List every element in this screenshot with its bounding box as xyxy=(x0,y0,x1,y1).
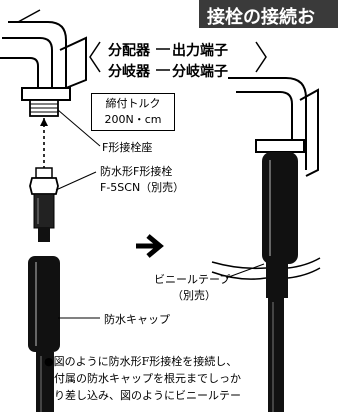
row1-left-label: 分配器 xyxy=(108,43,150,59)
vinyl-tape xyxy=(211,257,321,280)
vinyl-tape-label-1: ビニールテープ xyxy=(154,273,231,286)
right-bracket xyxy=(255,41,267,73)
row1-right-label: 出力端子 xyxy=(172,43,228,59)
torque-title: 締付トルク xyxy=(105,97,161,110)
vinyl-tape-label-2: （別売） xyxy=(172,289,216,302)
left-bracket xyxy=(89,41,101,73)
device-right-flange xyxy=(255,139,305,153)
wp-connector-leader xyxy=(55,171,97,191)
row2-left-label: 分岐器 xyxy=(108,64,150,80)
device-body-right xyxy=(228,77,319,177)
wp-cap-label: 防水キャップ xyxy=(104,313,170,326)
connect-arrow xyxy=(146,234,164,258)
wp-cap xyxy=(28,256,60,412)
torque-box: 締付トルク 200N・cm xyxy=(91,93,175,131)
note-line-1: ●図のように防水形F形接栓を接続し、 xyxy=(44,355,238,368)
section-title: 接栓の接続お xyxy=(207,7,315,28)
section-header: 接栓の接続お xyxy=(199,0,338,28)
device-bottom-flange xyxy=(21,87,71,101)
wp-connector-label-1: 防水形F形接栓 xyxy=(100,165,173,178)
assembled-cap-right xyxy=(262,152,298,412)
f-seat-label: F形接栓座 xyxy=(102,141,153,154)
wp-connector-label-2: F-5SCN（別売） xyxy=(100,181,185,194)
row2-right-label: 分岐端子 xyxy=(172,64,228,80)
note-line-3: り差し込み、図のようにビニールテー xyxy=(54,389,241,402)
vinyl-tape-leader xyxy=(225,263,265,279)
f-seat-thread xyxy=(30,103,58,113)
device-body-left xyxy=(0,9,87,89)
instruction-note: ●図のように防水形F形接栓を接続し、 付属の防水キャップを根元までしっか り差し… xyxy=(44,353,338,404)
note-line-2: 付属の防水キャップを根元までしっか xyxy=(54,372,241,385)
torque-value: 200N・cm xyxy=(104,113,162,126)
f-seat-leader xyxy=(57,109,101,147)
wp-f-connector xyxy=(29,167,59,242)
insertion-arrowhead xyxy=(40,118,48,126)
